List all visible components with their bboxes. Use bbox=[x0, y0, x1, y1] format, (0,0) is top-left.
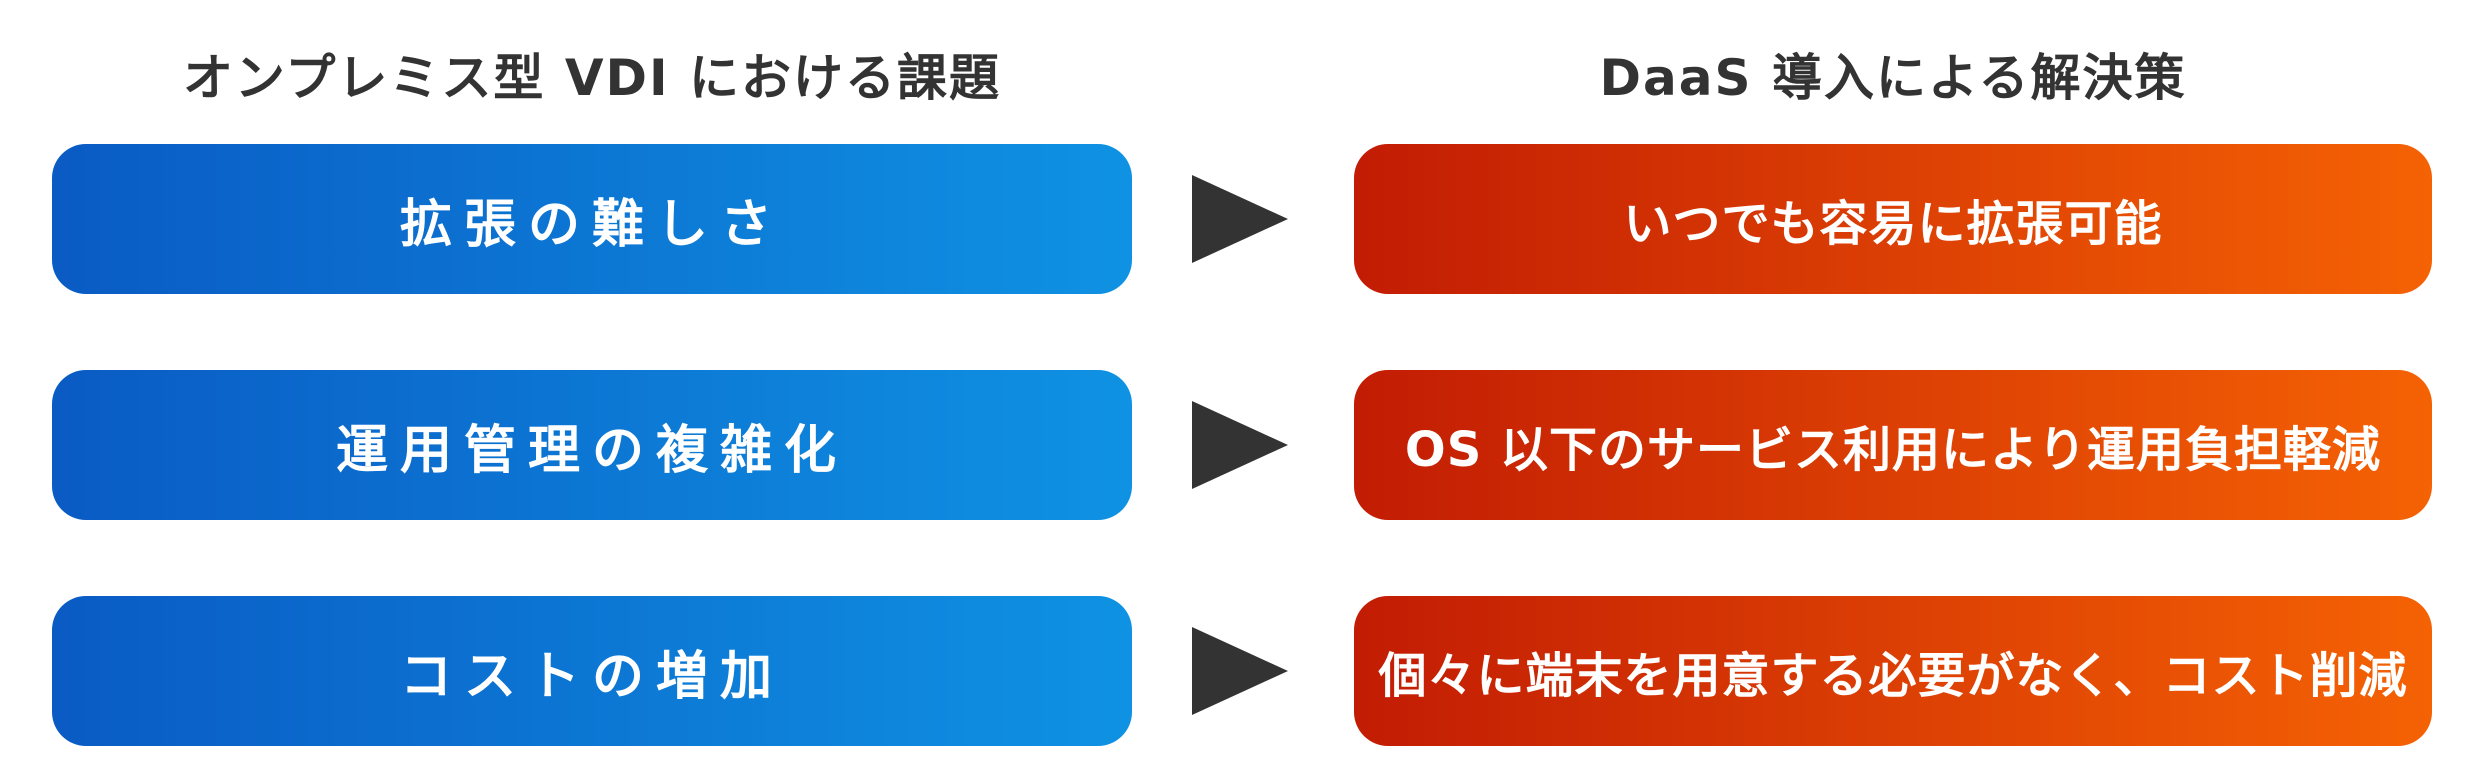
solution-box-scalability: いつでも容易に拡張可能 bbox=[1354, 144, 2432, 294]
solution-box-operations: OS 以下のサービス利用により運用負担軽減 bbox=[1354, 370, 2432, 520]
solution-box-cost: 個々に端末を用意する必要がなく、コスト削減 bbox=[1354, 596, 2432, 746]
problem-label: 拡張の難しさ bbox=[399, 194, 784, 255]
problems-heading: オンプレミス型 VDI における課題 bbox=[182, 49, 1002, 107]
solution-label: いつでも容易に拡張可能 bbox=[1623, 196, 2163, 252]
triangle-right-arrow-icon bbox=[1192, 169, 1292, 269]
triangle-right-arrow-icon bbox=[1192, 395, 1292, 495]
solution-label: OS 以下のサービス利用により運用負担軽減 bbox=[1404, 422, 2382, 478]
problem-label: コストの増加 bbox=[399, 646, 784, 707]
problem-box-cost: コストの増加 bbox=[52, 596, 1132, 746]
solutions-heading: DaaS 導入による解決策 bbox=[1599, 49, 2187, 107]
triangle-right-arrow-icon bbox=[1192, 621, 1292, 721]
problem-box-scalability: 拡張の難しさ bbox=[52, 144, 1132, 294]
problem-box-operations: 運用管理の複雑化 bbox=[52, 370, 1132, 520]
problem-label: 運用管理の複雑化 bbox=[335, 420, 848, 481]
solution-label: 個々に端末を用意する必要がなく、コスト削減 bbox=[1378, 648, 2408, 704]
